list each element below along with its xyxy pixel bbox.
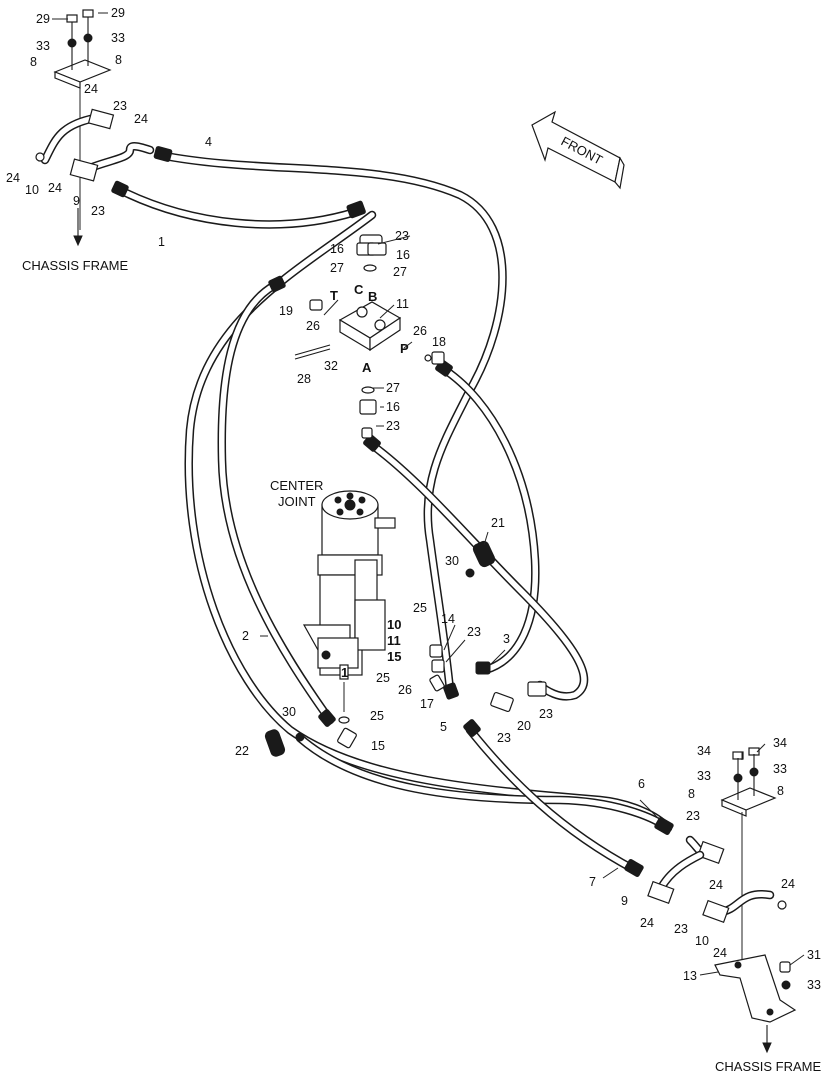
callout: 23 — [497, 731, 511, 745]
callout: 11 — [396, 297, 409, 311]
center-joint-label-2: JOINT — [278, 494, 316, 509]
callout: 24 — [709, 878, 723, 892]
callout: 33 — [807, 978, 821, 992]
chassis-frame-bottom-label: CHASSIS FRAME — [715, 1059, 822, 1074]
callout: 24 — [84, 82, 98, 96]
callout: 33 — [697, 769, 711, 783]
callout: 26 — [413, 324, 427, 338]
cj-port-15: 15 — [387, 649, 401, 664]
top-left-tubes — [35, 108, 155, 182]
callout: 14 — [441, 612, 455, 626]
mid-fittings — [264, 540, 547, 757]
callout: 33 — [111, 31, 125, 45]
top-left-clamp — [53, 9, 112, 230]
callout: 31 — [807, 948, 821, 962]
callout: 24 — [640, 916, 654, 930]
callout: 23 — [113, 99, 127, 113]
hoses — [115, 150, 673, 875]
callout: 29 — [111, 6, 125, 20]
callout: 17 — [420, 697, 434, 711]
callout: 33 — [36, 39, 50, 53]
callout: 27 — [393, 265, 407, 279]
callout: 22 — [235, 744, 249, 758]
callout: 16 — [386, 400, 400, 414]
callout: 30 — [282, 705, 296, 719]
callout: 23 — [395, 229, 409, 243]
callout: 1 — [158, 235, 165, 249]
callout: 21 — [491, 516, 505, 530]
callout: 29 — [36, 12, 50, 26]
control-valve — [294, 234, 445, 439]
center-joint-label-1: CENTER — [270, 478, 323, 493]
callout: 2 — [242, 629, 249, 643]
callout: 16 — [396, 248, 410, 262]
callout: 3 — [503, 632, 510, 646]
port-a: A — [362, 360, 372, 375]
callout: 18 — [432, 335, 446, 349]
callout: 20 — [517, 719, 531, 733]
callout: 25 — [413, 601, 427, 615]
callout: 25 — [376, 671, 390, 685]
callout: 32 — [324, 359, 338, 373]
leader-lines — [52, 12, 805, 976]
chassis-arrows — [73, 208, 772, 1054]
hose-fittings — [111, 146, 674, 877]
callout: 23 — [674, 922, 688, 936]
callout: 24 — [48, 181, 62, 195]
callout: 5 — [440, 720, 447, 734]
callout: 23 — [386, 419, 400, 433]
callout: 24 — [134, 112, 148, 126]
port-p: P — [400, 341, 409, 356]
center-joint — [302, 490, 396, 724]
callout: 24 — [781, 877, 795, 891]
callout: 4 — [205, 135, 212, 149]
callout: 15 — [371, 739, 385, 753]
cj-port-10: 10 — [387, 617, 401, 632]
callout: 25 — [370, 709, 384, 723]
chassis-frame-top-label: CHASSIS FRAME — [22, 258, 129, 273]
callout: 34 — [773, 736, 787, 750]
callout: 23 — [467, 625, 481, 639]
callout: 23 — [686, 809, 700, 823]
callout: 27 — [330, 261, 344, 275]
port-c: C — [354, 282, 364, 297]
callout: 34 — [697, 744, 711, 758]
callout: 16 — [330, 242, 344, 256]
callout: 8 — [688, 787, 695, 801]
callout: 6 — [638, 777, 645, 791]
callout: 30 — [445, 554, 459, 568]
callout: 10 — [25, 183, 39, 197]
port-t: T — [330, 288, 338, 303]
callout: 7 — [589, 875, 596, 889]
callout: 8 — [30, 55, 37, 69]
callout: 33 — [773, 762, 787, 776]
callout: 23 — [539, 707, 553, 721]
callout: 28 — [297, 372, 311, 386]
callout: 26 — [306, 319, 320, 333]
callout: 23 — [91, 204, 105, 218]
callout: 24 — [6, 171, 20, 185]
callout: 24 — [713, 946, 727, 960]
callout: 19 — [279, 304, 293, 318]
callout: 13 — [683, 969, 697, 983]
front-arrow: FRONT — [531, 110, 625, 190]
bottom-right-clamp — [647, 747, 797, 1023]
callout: 27 — [386, 381, 400, 395]
callout: 8 — [115, 53, 122, 67]
callout: 26 — [398, 683, 412, 697]
port-b: B — [368, 289, 377, 304]
cj-port-1: 1 — [341, 665, 348, 680]
callout: 9 — [621, 894, 628, 908]
callout: 8 — [777, 784, 784, 798]
callout: 10 — [695, 934, 709, 948]
callouts: 29 29 33 33 8 8 24 23 24 4 24 10 24 9 23… — [6, 6, 821, 992]
cj-port-11: 11 — [387, 633, 401, 648]
hose-5 — [367, 440, 589, 701]
callout: 9 — [73, 194, 80, 208]
